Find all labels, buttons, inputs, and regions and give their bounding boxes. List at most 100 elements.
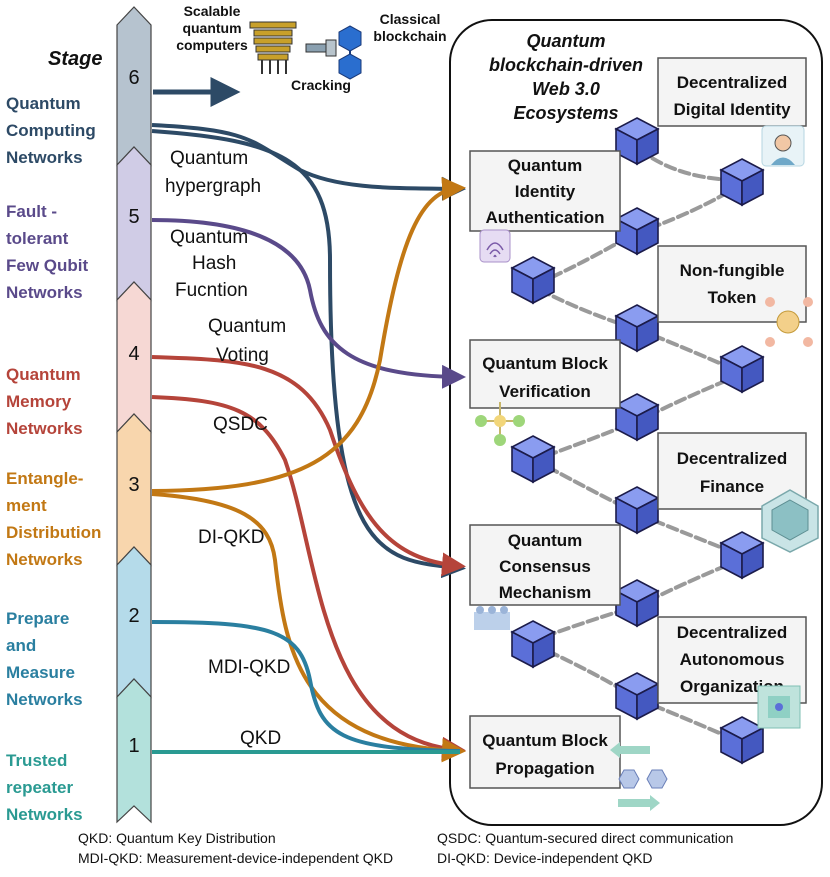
stage-1-name-line: Trusted [6, 751, 67, 770]
stage-1-segment [116, 678, 152, 824]
stage-3-name-line: Distribution [6, 523, 101, 542]
hypergraph-label-line: hypergraph [165, 176, 261, 197]
stage-6-name-line: Networks [6, 148, 83, 167]
flow-voting [151, 355, 466, 577]
dao-line: Decentralized [677, 623, 788, 642]
stage-3-name-line: Networks [6, 550, 83, 569]
stage-1-number: 1 [128, 735, 139, 757]
stage-2-number: 2 [128, 605, 139, 627]
defi-crystal-icon [761, 489, 819, 553]
ecosystem-title-line: blockchain-driven [489, 55, 643, 75]
footnote-qsdc: QSDC: Quantum-secured direct communicati… [437, 830, 733, 846]
hash-label-line: Quantum [170, 227, 248, 248]
voting-label-line: Quantum [208, 316, 286, 337]
block-cube [614, 117, 660, 166]
cracking-label: Cracking [291, 77, 351, 93]
block-cube [614, 304, 660, 353]
block-cube [719, 158, 765, 207]
block-cube [510, 256, 556, 305]
footnote-qkd: QKD: Quantum Key Distribution [78, 830, 276, 846]
stage-5-name-line: Networks [6, 283, 83, 302]
nft-line: Non-fungible [680, 261, 785, 280]
flow-labels: Quantum hypergraph Quantum Hash Fucntion… [165, 148, 290, 749]
quantum-block-propagation-line: Propagation [495, 759, 594, 778]
quantum-block-propagation-box [469, 715, 621, 789]
quantum-consensus-line: Mechanism [499, 583, 592, 602]
blockchain-cubes [510, 117, 765, 765]
block-cube [719, 716, 765, 765]
ecosystem-frame [449, 19, 823, 826]
block-cube [614, 393, 660, 442]
footnote-diqkd: DI-QKD: Device-independent QKD [437, 850, 653, 866]
quantum-identity-box [469, 150, 621, 232]
stage-5-name-line: Fault - [6, 202, 57, 221]
quantum-block-verification-box [469, 339, 621, 409]
stage-column: 6 5 4 3 2 1 [116, 6, 152, 824]
stage-3-name-line: ment [6, 496, 47, 515]
stage-3-number: 3 [128, 474, 139, 496]
classical-label-line: blockchain [373, 28, 446, 44]
quantum-block-verification-line: Quantum Block [482, 354, 608, 373]
qsdc-label: QSDC [213, 414, 268, 435]
block-cube [614, 579, 660, 628]
stage-5-name-line: Few Qubit [6, 256, 89, 275]
stage-4-number: 4 [128, 343, 139, 365]
dao-network-icon [757, 685, 801, 729]
decentralized-identity-line: Decentralized [677, 73, 788, 92]
flow-diqkd [151, 492, 466, 763]
ecosystem-title-line: Ecosystems [513, 103, 618, 123]
footnote-mdiqkd: MDI-QKD: Measurement-device-independent … [78, 850, 393, 866]
identity-face-icon [761, 125, 805, 167]
stage-3-name-line: Entangle- [6, 469, 83, 488]
hammer-icon [305, 39, 337, 57]
ecosystem-title-line: Web 3.0 [532, 79, 600, 99]
propagation-arrows-icon [610, 742, 668, 811]
quantum-consensus-line: Consensus [499, 557, 591, 576]
flow-qsdc [151, 395, 466, 761]
hash-label-line: Hash [192, 253, 236, 274]
block-cube [614, 486, 660, 535]
flow-curves [151, 123, 466, 763]
stage-2-name-line: Networks [6, 690, 83, 709]
stage-5-name-line: tolerant [6, 229, 69, 248]
stage-2-name-line: Measure [6, 663, 75, 682]
block-cube [510, 435, 556, 484]
quantum-consensus-box [469, 524, 621, 606]
stage-6-name-line: Computing [6, 121, 96, 140]
stage-4-name-line: Networks [6, 419, 83, 438]
hash-label-line: Fucntion [175, 280, 248, 301]
stage-5-number: 5 [128, 206, 139, 228]
scalable-label-line: Scalable [184, 3, 241, 19]
qkd-label: QKD [240, 728, 281, 749]
footnotes: QKD: Quantum Key Distribution MDI-QKD: M… [78, 830, 733, 866]
defi-line: Decentralized [677, 449, 788, 468]
ecosystem-title-line: Quantum [527, 31, 606, 51]
quantum-computer-icon [249, 21, 297, 74]
dao-line: Autonomous [680, 650, 785, 669]
defi-line: Finance [700, 477, 764, 496]
verification-network-icon [475, 402, 525, 446]
block-cube [719, 345, 765, 394]
voting-label-line: Voting [216, 345, 269, 366]
scalable-label-line: quantum [182, 20, 241, 36]
quantum-block-verification-line: Verification [499, 382, 591, 401]
quantum-identity-line: Quantum [508, 156, 583, 175]
diqkd-label: DI-QKD [198, 527, 265, 548]
nft-exchange-icon [765, 297, 813, 347]
stage-1-name-line: repeater [6, 778, 73, 797]
stage-1-name-line: Networks [6, 805, 83, 824]
decentralized-identity-line: Digital Identity [673, 100, 791, 119]
block-cube [614, 207, 660, 256]
stage-4-name-line: Quantum [6, 365, 81, 384]
stage-2-name-line: Prepare [6, 609, 69, 628]
flow-stage6-consensus [151, 129, 466, 579]
block-cube [614, 672, 660, 721]
stage-2-name-line: and [6, 636, 36, 655]
nft-line: Token [708, 288, 757, 307]
web3-applications: Decentralized Digital Identity Non-fungi… [657, 57, 807, 704]
scalable-label-line: computers [176, 37, 248, 53]
nft-box [657, 245, 807, 323]
flow-stage3-identity [151, 176, 466, 493]
classical-label-line: Classical [380, 11, 441, 27]
